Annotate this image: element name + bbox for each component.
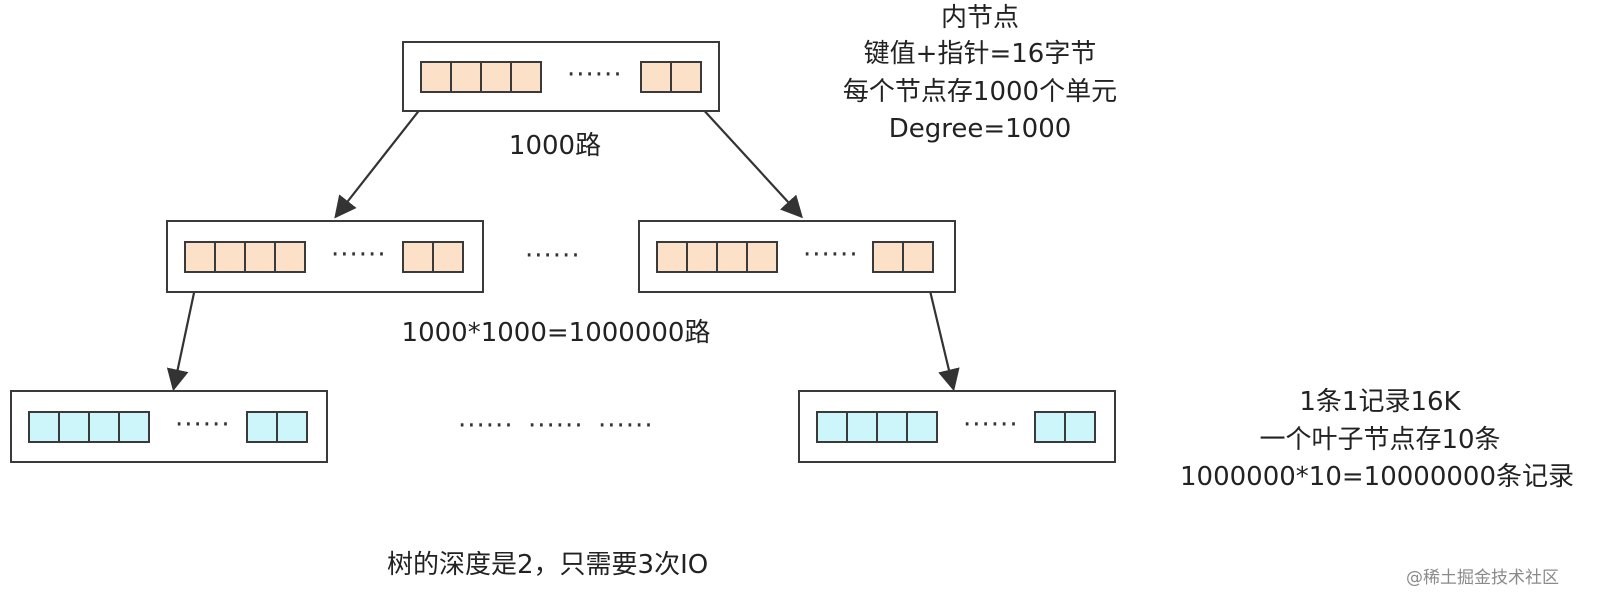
level1-left-tail-cells	[402, 241, 464, 273]
record-cell	[276, 411, 308, 443]
key-cell	[670, 61, 702, 93]
key-cell	[656, 241, 688, 273]
key-cell	[510, 61, 542, 93]
key-cell	[274, 241, 306, 273]
edge-root-right	[688, 93, 803, 219]
level1-gap-ellipsis: ······	[525, 241, 581, 271]
key-cell	[872, 241, 904, 273]
leaf-total-records-note: 1000000*10=10000000条记录	[1180, 462, 1574, 492]
record-cell	[28, 411, 60, 443]
record-cell	[846, 411, 878, 443]
inner-title: 内节点	[940, 3, 1019, 33]
leaf-capacity-note: 一个叶子节点存10条	[1259, 425, 1501, 455]
ellipsis: ······	[803, 240, 859, 270]
ellipsis: ······	[963, 410, 1019, 440]
record-cell	[816, 411, 848, 443]
record-cell	[906, 411, 938, 443]
leaf-left-tail-cells	[246, 411, 308, 443]
site-watermark: @稀土掘金技术社区	[1406, 568, 1559, 588]
leaf-right-node: ······	[798, 390, 1116, 463]
inner-size-note: 键值+指针=16字节	[863, 39, 1097, 69]
leaf-left-record-cells	[28, 411, 150, 443]
leaf-right-record-cells	[816, 411, 938, 443]
ellipsis: ······	[175, 410, 231, 440]
level1-right-key-cells	[656, 241, 778, 273]
record-cell	[1064, 411, 1096, 443]
leaf-gap-ellipsis-3: ······	[598, 411, 654, 441]
edge-root-left	[334, 93, 433, 219]
root-node: ······	[402, 41, 720, 112]
ellipsis: ······	[567, 60, 623, 90]
key-cell	[402, 241, 434, 273]
inner-degree-note: Degree=1000	[888, 114, 1072, 144]
key-cell	[214, 241, 246, 273]
inner-capacity-note: 每个节点存1000个单元	[842, 77, 1118, 107]
record-cell	[88, 411, 120, 443]
ellipsis: ······	[331, 240, 387, 270]
record-cell	[58, 411, 90, 443]
leaf-right-tail-cells	[1034, 411, 1096, 443]
leaf-record-size-note: 1条1记录16K	[1299, 387, 1461, 417]
leaf-left-node: ······	[10, 390, 328, 463]
key-cell	[640, 61, 672, 93]
key-cell	[184, 241, 216, 273]
leaf-gap-ellipsis-2: ······	[528, 411, 584, 441]
root-tail-cells	[640, 61, 702, 93]
key-cell	[746, 241, 778, 273]
record-cell	[1034, 411, 1066, 443]
key-cell	[686, 241, 718, 273]
key-cell	[432, 241, 464, 273]
key-cell	[480, 61, 512, 93]
level1-right-tail-cells	[872, 241, 934, 273]
key-cell	[902, 241, 934, 273]
key-cell	[450, 61, 482, 93]
key-cell	[420, 61, 452, 93]
level1-right-node: ······	[638, 220, 956, 293]
root-key-cells	[420, 61, 542, 93]
summary-text: 树的深度是2，只需要3次IO	[387, 550, 709, 580]
record-cell	[876, 411, 908, 443]
key-cell	[244, 241, 276, 273]
level1-left-node: ······	[166, 220, 484, 293]
level1-ways-label: 1000路	[508, 131, 602, 161]
record-cell	[246, 411, 278, 443]
key-cell	[716, 241, 748, 273]
level2-ways-label: 1000*1000=1000000路	[401, 318, 711, 348]
leaf-gap-ellipsis-1: ······	[458, 411, 514, 441]
level1-left-key-cells	[184, 241, 306, 273]
record-cell	[118, 411, 150, 443]
